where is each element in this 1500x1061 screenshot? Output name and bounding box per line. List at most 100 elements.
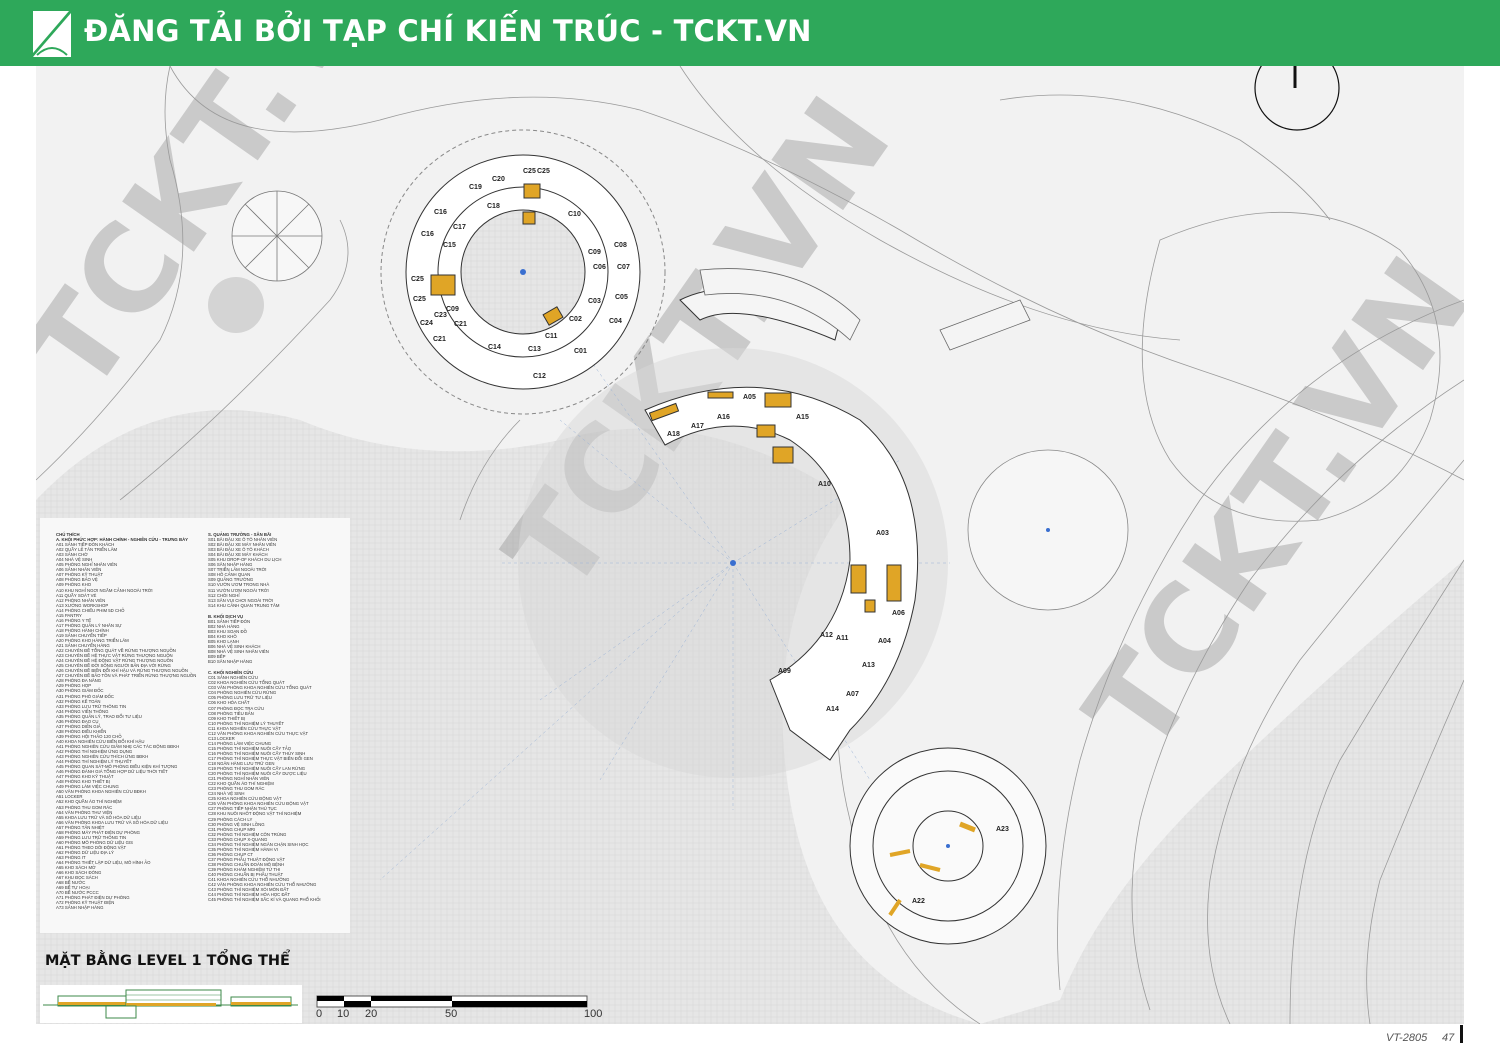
- drawing-code: VT-2805: [1386, 1032, 1428, 1044]
- svg-text:C12: C12: [533, 373, 546, 380]
- legend-item: A42 PHÒNG THÍ NGHIỆM ỨNG DỤNG: [56, 749, 133, 755]
- legend-item: C29 PHÒNG CÁCH LY: [208, 816, 253, 822]
- legend-item: A53 PHÒNG THU GOM RÁC: [56, 804, 113, 810]
- svg-text:A05: A05: [743, 394, 756, 401]
- legend-item: A04 NHÀ VỆ SINH: [56, 557, 93, 563]
- legend-item: A14 PHÒNG CHIẾU PHIM 5D CHỖ: [56, 607, 125, 613]
- legend-item: B03 KHU SOẠN ĐỒ: [208, 628, 247, 634]
- legend-item: A64 PHÒNG THIẾT LẬP DỮ LIỆU, MÔ HÌNH ẢO: [56, 860, 151, 866]
- svg-text:A18: A18: [667, 431, 680, 438]
- legend-item: A72 PHÒNG KỸ THUẬT ĐIỆN: [56, 900, 115, 906]
- legend-item: A21 SẢNH CHUYỂN HÀNG: [56, 643, 110, 649]
- svg-text:C06: C06: [593, 264, 606, 271]
- legend-item: A41 PHÒNG NGHIÊN CỨU GIẢM NHẸ CÁC TÁC ĐỘ…: [56, 743, 180, 749]
- legend-item: C03 VĂN PHÒNG KHOA NGHIÊN CỨU TỔNG QUÁT: [208, 685, 312, 691]
- svg-text:C19: C19: [469, 184, 482, 191]
- svg-text:C09: C09: [446, 306, 459, 313]
- svg-text:A03: A03: [876, 530, 889, 537]
- legend-item: A02 QUẦY LỄ TÂN TRIỂN LÃM: [56, 547, 118, 553]
- legend-item: B06 NHÀ VỆ SINH KHÁCH: [208, 643, 261, 649]
- legend-item: A18 PHÒNG HÀNH CHÍNH: [56, 627, 109, 633]
- page-marker: [1460, 1025, 1463, 1043]
- svg-text:A11: A11: [836, 635, 849, 642]
- svg-text:A04: A04: [878, 638, 891, 645]
- legend-item: A26 CHUYÊN ĐỀ BIẾN ĐỔI KHÍ HẬU VÀ RỪNG T…: [56, 668, 188, 674]
- legend-item: A58 PHÒNG MÁY PHÁT ĐIỆN DỰ PHÒNG: [56, 829, 140, 835]
- legend-item: A23 CHUYÊN ĐỀ HỆ THỰC VẬT RỪNG THƯỢNG NG…: [56, 653, 173, 659]
- legend-item: A06 SẢNH NHÂN VIÊN: [56, 567, 102, 573]
- legend-item: A17 PHÒNG QUẢN LÝ NHÂN SỰ: [56, 622, 122, 628]
- legend-item: B01 SẢNH TIẾP ĐÓN: [208, 618, 251, 624]
- legend-item: C02 KHOA NGHIÊN CỨU TỔNG QUÁT: [208, 680, 285, 686]
- legend-item: C39 PHÒNG KHÁM NGHIỆM TỬ THI: [208, 867, 281, 872]
- svg-text:C14: C14: [488, 344, 501, 351]
- legend-item: A63 PHÒNG IT: [56, 855, 86, 860]
- legend-item: C32 PHÒNG THÍ NGHIỆM CÔN TRÙNG: [208, 831, 287, 837]
- legend-item: C25 KHOA NGHIÊN CỨU ĐỘNG VẬT: [208, 796, 282, 802]
- legend-item: A20 PHÒNG KHO HÀNG TRIỂN LÃM: [56, 637, 129, 643]
- legend-item: B04 KHO KHÔ: [208, 633, 237, 639]
- legend-item: A70 BỂ NƯỚC PCCC: [56, 890, 99, 896]
- legend-item: C18 NGÂN HÀNG LƯU TRỮ GEN: [208, 761, 275, 767]
- legend-item: A43 PHÒNG NGHIÊN CỨU THÍCH ỨNG BĐKH: [56, 754, 149, 760]
- legend-item: C35 PHÒNG THÍ NGHIỆM HÀNH VI: [208, 846, 278, 852]
- svg-text:C16: C16: [434, 209, 447, 216]
- legend-item: S11 VƯỜN ƯƠM NGOÀI TRỜI: [208, 587, 269, 593]
- legend-item: C15 PHÒNG THÍ NGHIỆM NUÔI CẤY TẢO: [208, 745, 292, 751]
- legend-column-sbc: S. QUẢNG TRƯỜNG - SÂN BÃI S01 BÃI ĐẬU XE…: [208, 532, 350, 933]
- legend-item: S14 KHU CẢNH QUAN TRUNG TÂM: [208, 602, 280, 608]
- legend-item: A46 PHÒNG ĐÁNH GIÁ TỔNG HỢP DỮ LIỆU THỜI…: [56, 769, 168, 775]
- legend-panel: CHÚ THÍCH A. KHỐI PHỨC HỢP: HÀNH CHÍNH -…: [40, 518, 350, 933]
- legend-item: C31 PHÒNG CHỤP MRI: [208, 826, 256, 832]
- legend-item: B02 NHÀ HÀNG: [208, 623, 240, 629]
- legend-item: A49 PHÒNG LÀM VIỆC CHUNG: [56, 784, 119, 790]
- svg-text:C11: C11: [545, 333, 558, 340]
- legend-item: A62 PHÒNG DỮ LIỆU ĐỊA LÝ: [56, 849, 114, 855]
- svg-text:A17: A17: [691, 423, 704, 430]
- svg-text:C25: C25: [413, 296, 426, 303]
- legend-item: C11 KHOA NGHIÊN CỨU THỰC VẬT: [208, 725, 281, 731]
- svg-text:C25: C25: [537, 168, 550, 175]
- legend-item: A57 PHÒNG TẢN NHIỆT: [56, 824, 105, 830]
- legend-item: C44 PHÒNG THÍ NGHIỆM HÓA HỌC ĐẤT: [208, 892, 291, 898]
- svg-text:A09: A09: [778, 668, 791, 675]
- tree-circle-left: [208, 190, 323, 333]
- svg-text:A13: A13: [862, 662, 875, 669]
- svg-text:C08: C08: [614, 242, 627, 249]
- legend-item: A38 PHÒNG ĐIỀU KHIỂN: [56, 728, 107, 734]
- legend-item: C33 PHÒNG CHỤP X-QUANG: [208, 836, 268, 842]
- contour-lines: [36, 66, 1464, 1024]
- legend-item: A05 PHÒNG NGHỈ NHÂN VIÊN: [56, 562, 118, 568]
- legend-item: C43 PHÒNG THÍ NGHIỆM XÓI MÒN ĐẤT: [208, 887, 289, 893]
- svg-text:C04: C04: [609, 318, 622, 325]
- legend-item: A59 PHÒNG LƯU TRỮ THÔNG TIN: [56, 834, 127, 840]
- legend-item: S02 BÃI ĐẬU XE MÁY NHÂN VIÊN: [208, 542, 276, 548]
- legend-item: C12 VĂN PHÒNG KHOA NGHIÊN CỨU THỰC VẬT: [208, 730, 309, 736]
- legend-item: A71 PHÒNG PHÁT ĐIỆN DỰ PHÒNG: [56, 895, 130, 901]
- site-plan-drawing: TCKT.VN TCKT.VN TCKT.VN: [36, 66, 1464, 1024]
- legend-heading-s: S. QUẢNG TRƯỜNG - SÂN BÃI: [208, 532, 272, 537]
- legend-item: C38 PHÒNG CHUẨN ĐOÁN MÔ BỆNH: [208, 861, 285, 867]
- legend-item: C30 PHÒNG VỆ SINH LỒNG: [208, 821, 265, 827]
- legend-item: A27 CHUYÊN ĐỀ BẢO TỒN VÀ PHÁT TRIỂN RỪNG…: [56, 673, 197, 679]
- legend-item: A69 BỂ TỰ HOẠI: [56, 885, 90, 891]
- exhibition-circle: [849, 747, 1047, 945]
- room-labels-c: C20 C25 C25 C19 C18 C10 C16 C17 C16 C15 …: [411, 168, 630, 380]
- legend-item: A11 QUẦY SOÁT VÉ: [56, 592, 97, 598]
- legend-item: C20 PHÒNG THÍ NGHIỆM NUÔI CẤY DƯỢC LIỆU: [208, 771, 307, 777]
- legend-item: C07 PHÒNG ĐỌC TRA CỨU: [208, 705, 265, 711]
- legend-item: C41 KHOA NGHIÊN CỨU THỔ NHƯỠNG: [208, 877, 290, 883]
- legend-item: A65 KHO SÁCH MỞ: [56, 865, 96, 871]
- terrain-upper: [36, 66, 1464, 1024]
- legend-item: C21 PHÒNG NGHỈ NHÂN VIÊN: [208, 776, 270, 782]
- legend-item: S06 SÂN NHẬP HÀNG: [208, 562, 253, 568]
- legend-item: A29 PHÒNG HỌP: [56, 683, 92, 689]
- legend-title: CHÚ THÍCH: [56, 532, 80, 537]
- legend-item: A30 PHÒNG GIÁM ĐỐC: [56, 688, 104, 694]
- legend-item: S04 BÃI ĐẬU XE MÁY KHÁCH: [208, 552, 268, 558]
- svg-text:A16: A16: [717, 414, 730, 421]
- legend-item: A51 LOCKER: [56, 794, 83, 800]
- legend-item: C22 KHO QUẦN ÁO THÍ NGHIỆM: [208, 781, 274, 787]
- legend-item: C14 PHÒNG LÀM VIỆC CHUNG: [208, 740, 272, 746]
